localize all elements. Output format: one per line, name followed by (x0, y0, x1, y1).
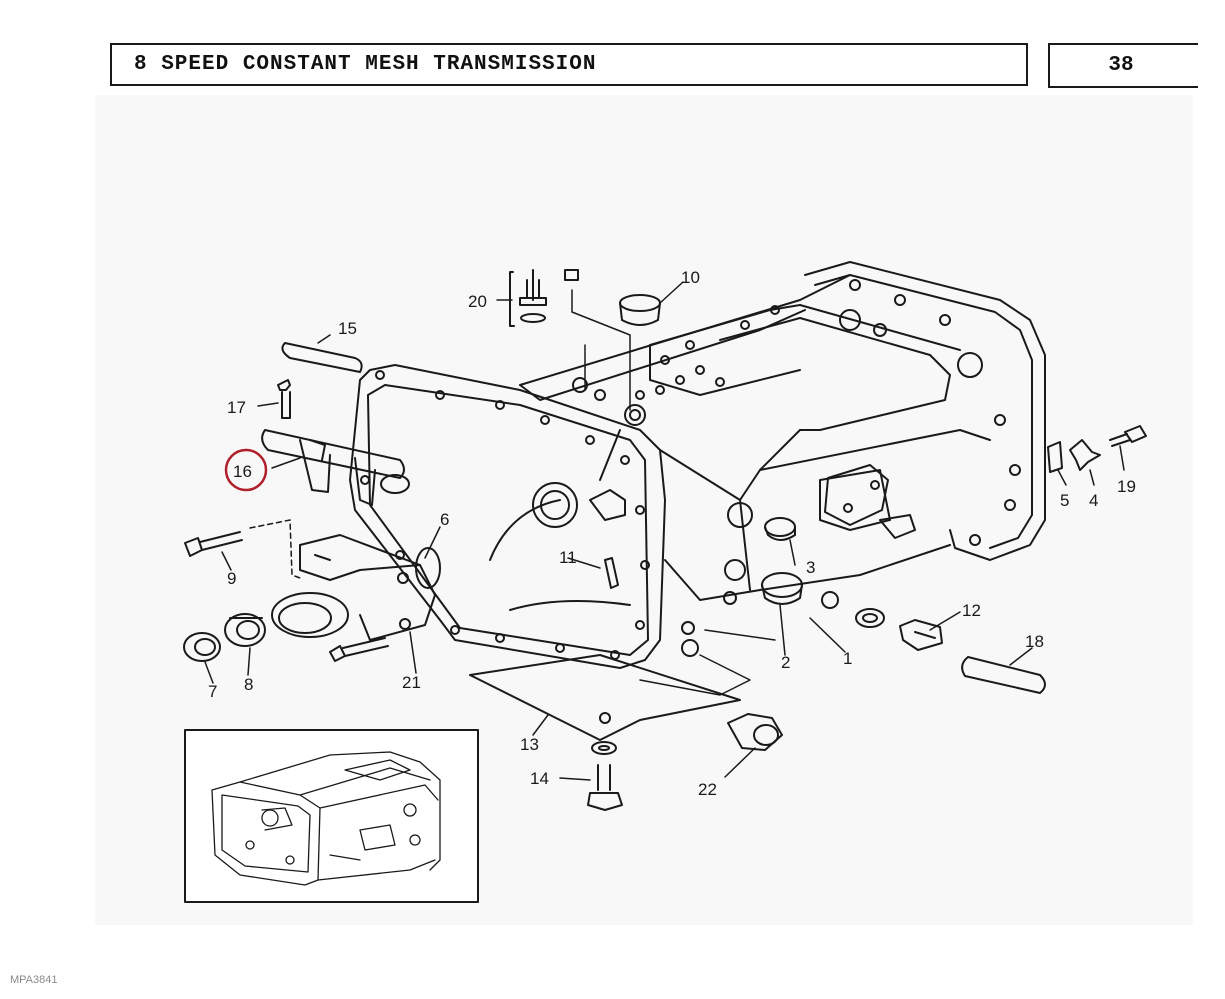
part-3-bushing (761, 517, 803, 605)
callout-10: 10 (681, 268, 700, 287)
part-20-breather (509, 269, 547, 327)
callout-20: 20 (468, 292, 487, 311)
part-4-clip (1069, 439, 1101, 471)
callout-19: 19 (1117, 477, 1136, 496)
callout-11: 11 (559, 548, 577, 567)
page-number: 38 (1048, 43, 1198, 88)
part-12-plug (855, 608, 943, 651)
bottom-gasket (469, 654, 741, 741)
part-11-pin (604, 557, 619, 589)
callout-14: 14 (530, 769, 549, 788)
callout-7: 7 (208, 682, 217, 701)
part-15-shaft (281, 342, 363, 373)
callout-21: 21 (402, 673, 421, 692)
callout-2: 2 (781, 653, 790, 672)
part-22-plug (727, 713, 783, 751)
part-7-seal (183, 632, 221, 662)
small-plug (564, 269, 579, 281)
inset-thumbnail (184, 729, 479, 903)
part-14-bolt (587, 741, 623, 811)
part-21-bolt (329, 637, 389, 662)
callout-15: 15 (338, 319, 357, 338)
part-16-shift-arm (261, 429, 410, 506)
callout-labels: 1 2 3 4 5 6 7 8 9 10 11 12 13 14 15 16 1… (208, 268, 1136, 799)
part-6-cover (271, 534, 441, 641)
callout-16: 16 (233, 462, 252, 481)
transmission-housing (349, 261, 1046, 669)
callout-13: 13 (520, 735, 539, 754)
callout-1: 1 (843, 649, 852, 668)
part-10-cap (619, 294, 661, 326)
callout-8: 8 (244, 675, 253, 694)
part-9-bolt (184, 519, 301, 579)
callout-17: 17 (227, 398, 246, 417)
callout-3: 3 (806, 558, 815, 577)
callout-6: 6 (440, 510, 449, 529)
callout-9: 9 (227, 569, 236, 588)
callout-18: 18 (1025, 632, 1044, 651)
callout-4: 4 (1089, 491, 1098, 510)
callout-5: 5 (1060, 491, 1069, 510)
leader-lines (204, 281, 1125, 781)
part-18-shaft (961, 656, 1046, 694)
part-8-bearing (224, 613, 266, 647)
part-17-screw (277, 379, 291, 419)
part-5-plate (1047, 441, 1063, 473)
page-title: 8 SPEED CONSTANT MESH TRANSMISSION (110, 43, 1028, 86)
highlight-circle (224, 448, 268, 492)
callout-22: 22 (698, 780, 717, 799)
callout-12: 12 (962, 601, 981, 620)
part-19-screw (1109, 425, 1147, 447)
image-code: MPA3841 (10, 974, 58, 986)
